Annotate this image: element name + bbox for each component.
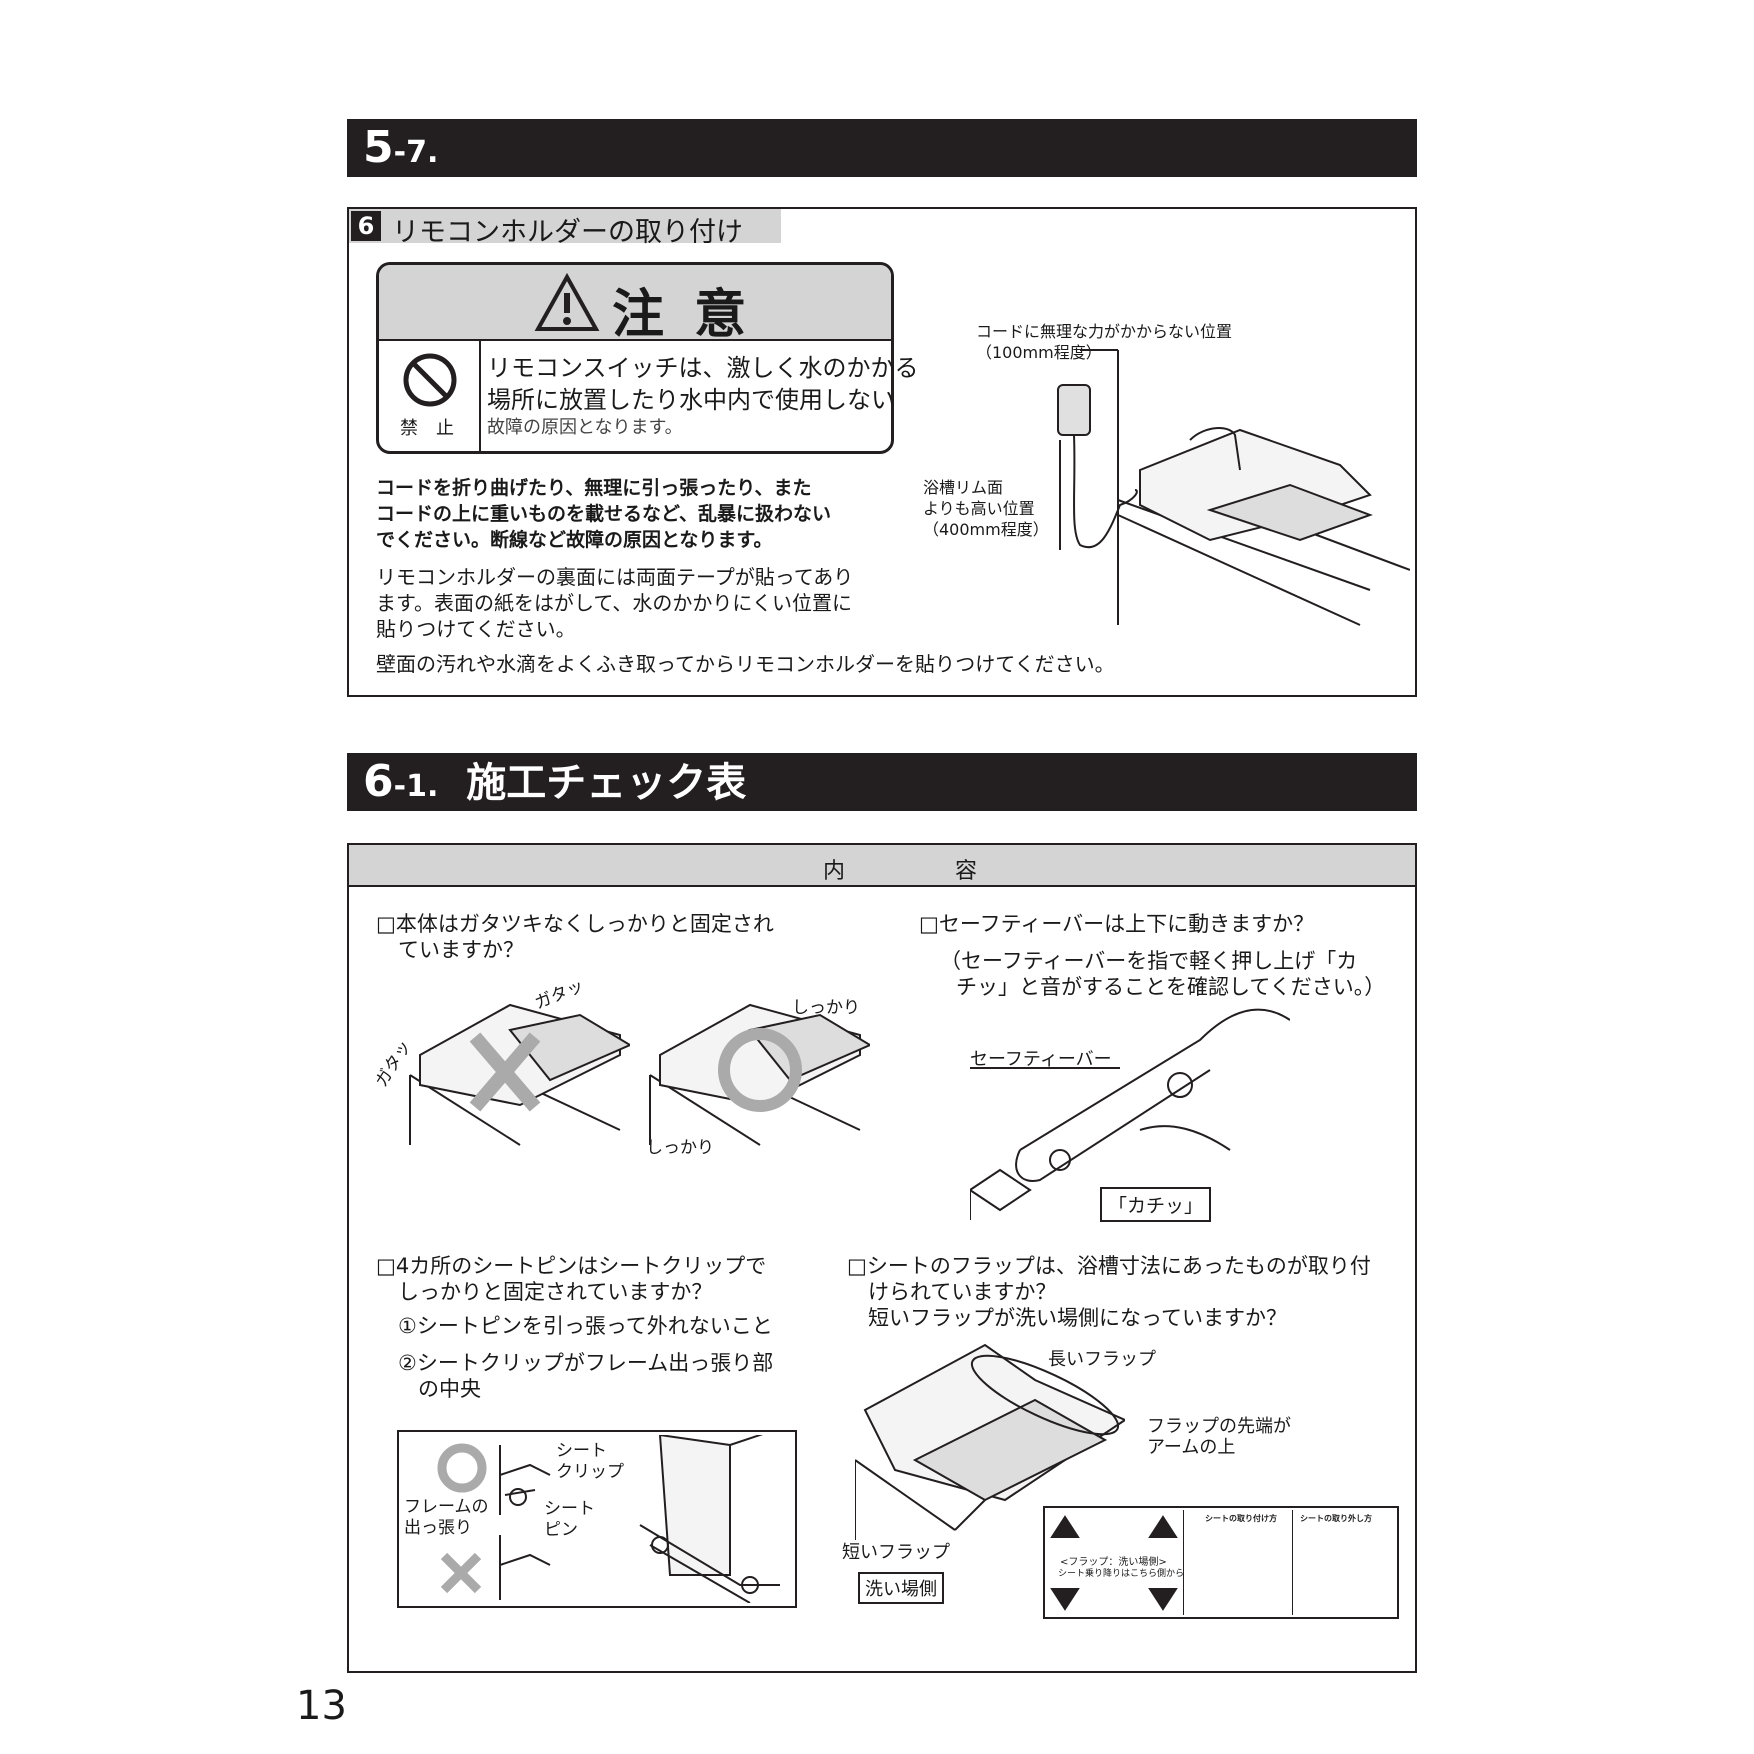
cord-position-label: コードに無理な力がかからない位置: [976, 322, 1233, 341]
subsection-title: リモコンホルダーの取り付け: [392, 217, 743, 248]
tag-boarding-text: シート乗り降りはこちら側から: [1058, 1569, 1185, 1579]
check-item-3-line-4: ②シートクリップがフレーム出っ張り部: [398, 1351, 774, 1375]
caution-box: [376, 262, 894, 454]
check-item-4-line-3: 短いフラップが洗い場側になっていますか？: [868, 1306, 1287, 1330]
incorrect-mark-icon: [440, 1552, 482, 1594]
flap-tip-label-1: フラップの先端が: [1147, 1416, 1291, 1437]
prohibition-icon: [403, 353, 457, 407]
short-flap-label: 短いフラップ: [842, 1542, 950, 1563]
caution-warning-line-1: リモコンスイッチは、激しく水のかかる: [487, 354, 919, 382]
check-item-1-line-1: □本体はガタツキなくしっかりと固定され: [376, 912, 774, 936]
long-flap-label: 長いフラップ: [1048, 1349, 1156, 1370]
subsection-badge: 6: [351, 211, 381, 241]
rim-height-label-2: よりも高い位置: [923, 499, 1035, 518]
flap-illustration: [855, 1343, 1125, 1540]
check-item-3-line-3: ①シートピンを引っ張って外れないこと: [398, 1314, 773, 1338]
secure-label-1: しっかり: [792, 998, 860, 1018]
rim-height-label-1: 浴槽リム面: [923, 478, 1004, 497]
caution-title: 注 意: [612, 285, 753, 345]
up-down-arrow-icon: [1050, 1515, 1080, 1611]
wash-side-label: 洗い場側: [858, 1572, 944, 1604]
seat-pin-label-1: シート: [544, 1499, 595, 1519]
tag-wash-side-text: <フラップ：洗い場側>: [1060, 1557, 1167, 1568]
holder-instruction-line-1: リモコンホルダーの裏面には両面テープが貼ってあり: [376, 565, 854, 589]
cord-warning-line-2: コードの上に重いものを載せるなど、乱暴に扱わない: [376, 503, 832, 525]
check-table: [347, 843, 1417, 1673]
secure-seat-illustration: [649, 1003, 870, 1146]
check-item-3-line-2: しっかりと固定されていますか？: [398, 1280, 713, 1304]
subsection-title-bar: [349, 209, 781, 243]
click-sound-label: 「カチッ」: [1100, 1187, 1212, 1222]
loose-seat-illustration: [409, 1003, 630, 1146]
seat-clip-label-2: クリップ: [556, 1462, 624, 1482]
secure-label-2: しっかり: [646, 1138, 714, 1158]
caution-divider: [479, 339, 481, 451]
prohibition-label: 禁 止: [400, 418, 454, 439]
check-table-header-label: 内 容: [823, 859, 978, 884]
rim-height-label-3: （400mm程度）: [923, 520, 1049, 539]
check-item-2-line-1: □セーフティーバーは上下に動きますか？: [919, 912, 1315, 936]
frame-protrusion-label-1: フレームの: [404, 1497, 489, 1517]
section-header-6-1: 6-1. 施工チェック表: [347, 753, 1417, 811]
section-title: 施工チェック表: [466, 760, 747, 806]
seat-instruction-tag: [1043, 1506, 1399, 1619]
seat-clip-figure: [397, 1430, 797, 1608]
section-subnumber: -1.: [393, 769, 439, 804]
seat-clip-illustration: [499, 1435, 780, 1603]
tag-divider: [1183, 1510, 1184, 1615]
check-item-4-line-1: □シートのフラップは、浴槽寸法にあったものが取り付: [847, 1254, 1371, 1278]
section-subnumber: -7.: [393, 135, 439, 170]
cord-warning-line-1: コードを折り曲げたり、無理に引っ張ったり、また: [376, 477, 812, 499]
remote-holder-section: [347, 207, 1417, 697]
cord-warning-line-3: でください。断線など故障の原因となります。: [376, 529, 773, 551]
correct-mark-icon: [437, 1443, 487, 1493]
holder-instruction-line-4: 壁面の汚れや水滴をよくふき取ってからリモコンホルダーを貼りつけてください。: [376, 652, 1115, 676]
holder-instruction-line-2: ます。表面の紙をはがして、水のかかりにくい位置に: [376, 591, 852, 615]
safety-bar-label: セーフティーバー: [970, 1049, 1112, 1070]
check-item-3-line-1: □4カ所のシートピンはシートクリップで: [376, 1254, 767, 1278]
tag-divider: [1292, 1510, 1293, 1615]
caution-warning-line-3: 故障の原因となります。: [487, 417, 683, 438]
tag-install-title: シートの取り付け方: [1205, 1514, 1277, 1523]
cord-position-distance: （100mm程度）: [976, 343, 1102, 362]
check-item-4-line-2: けられていますか？: [868, 1280, 1057, 1304]
check-item-2-line-3: チッ」と音がすることを確認してください。）: [956, 975, 1386, 999]
check-table-header: [349, 845, 1415, 887]
caution-warning-line-2: 場所に放置したり水中内で使用しない: [487, 386, 895, 414]
check-item-2-line-2: （セーフティーバーを指で軽く押し上げ「カ: [940, 949, 1358, 973]
page-number: 13: [296, 1683, 347, 1729]
caution-header: [379, 265, 891, 341]
section-number: 5: [363, 122, 394, 173]
tag-remove-title: シートの取り外し方: [1300, 1514, 1372, 1523]
warning-triangle-icon: [534, 273, 600, 331]
section-header-5-7: 5-7.: [347, 119, 1417, 177]
remote-holder-illustration: [1057, 349, 1410, 626]
holder-instruction-line-3: 貼りつけてください。: [376, 617, 576, 641]
check-item-1-line-2: ていますか？: [398, 938, 524, 962]
up-down-arrow-icon: [1148, 1515, 1178, 1611]
section-number: 6: [363, 756, 394, 807]
flap-tip-label-2: アームの上: [1147, 1437, 1236, 1458]
safety-bar-illustration: [970, 1008, 1290, 1220]
frame-protrusion-label-2: 出っ張り: [404, 1518, 472, 1538]
seat-clip-label-1: シート: [556, 1441, 607, 1461]
check-item-3-line-5: の中央: [418, 1377, 481, 1401]
seat-pin-label-2: ピン: [544, 1520, 578, 1540]
